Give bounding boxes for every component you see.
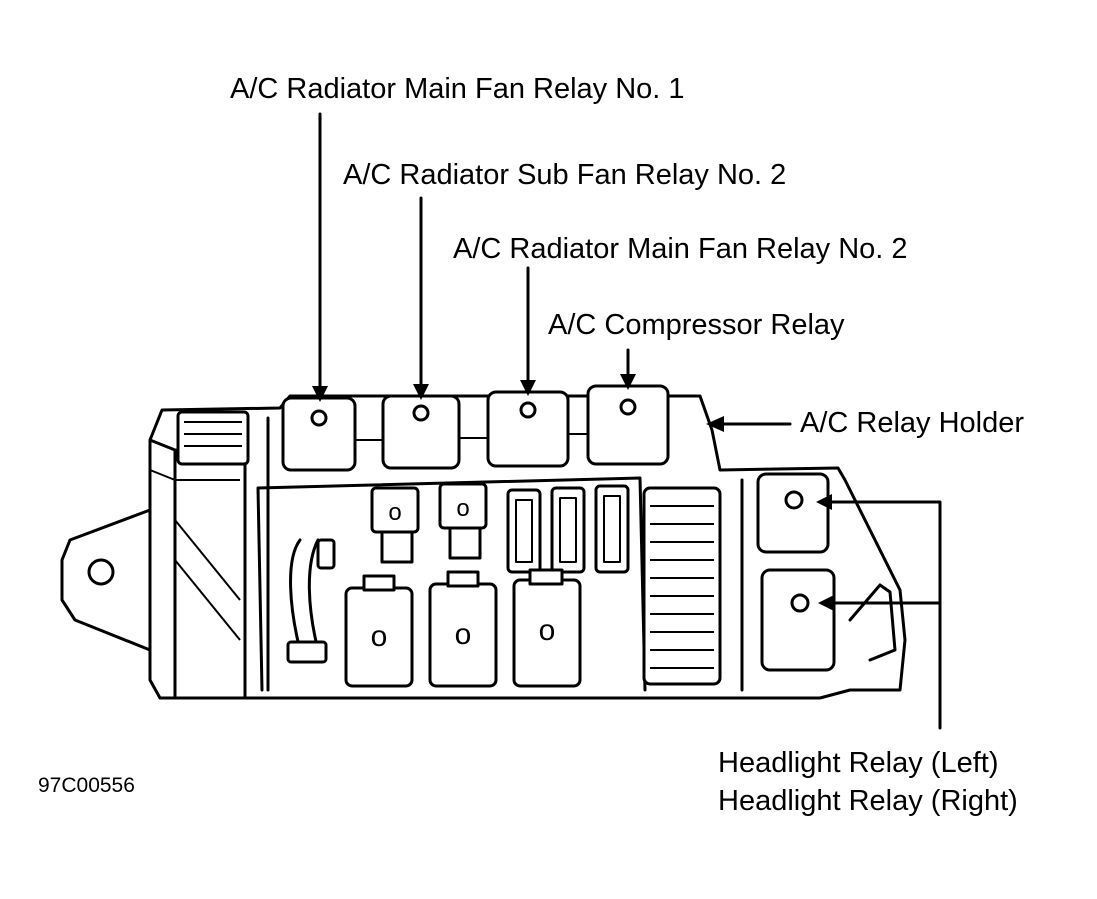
right-clip xyxy=(848,583,897,662)
lower-relay-1-mark: o xyxy=(371,620,388,653)
lower-relay-3-mark: o xyxy=(539,614,556,647)
bracket-bolt-hole xyxy=(87,558,115,586)
blade-fuse-3 xyxy=(594,484,630,574)
label-headlight-right: Headlight Relay (Right) xyxy=(718,785,1018,817)
figure-code: 97C00556 xyxy=(38,774,135,797)
relay-main-fan-1 xyxy=(281,396,357,472)
blade-fuse-1 xyxy=(506,488,542,574)
fuse-2-mark: o xyxy=(456,495,469,522)
headlight-relay-left xyxy=(756,472,830,554)
fuse-1-mark: o xyxy=(388,499,401,526)
headlight-relay-right xyxy=(760,568,836,672)
wire-loop xyxy=(289,538,320,652)
lower-relay-2-mark: o xyxy=(455,618,472,651)
relay-compressor xyxy=(586,384,670,466)
leader-lines xyxy=(312,112,942,730)
ribbed-terminal-block xyxy=(642,486,722,686)
label-sub-fan-relay-2: A/C Radiator Sub Fan Relay No. 2 xyxy=(343,159,787,191)
label-relay-holder: A/C Relay Holder xyxy=(800,407,1025,439)
label-main-fan-relay-1: A/C Radiator Main Fan Relay No. 1 xyxy=(230,73,685,105)
label-main-fan-relay-2: A/C Radiator Main Fan Relay No. 2 xyxy=(453,233,908,265)
blade-fuse-2 xyxy=(550,486,586,574)
label-compressor-relay: A/C Compressor Relay xyxy=(548,309,845,341)
side-connector xyxy=(176,410,250,466)
label-headlight-left: Headlight Relay (Left) xyxy=(718,747,999,779)
mounting-bracket xyxy=(60,508,152,652)
terminal-ribs xyxy=(650,505,714,669)
